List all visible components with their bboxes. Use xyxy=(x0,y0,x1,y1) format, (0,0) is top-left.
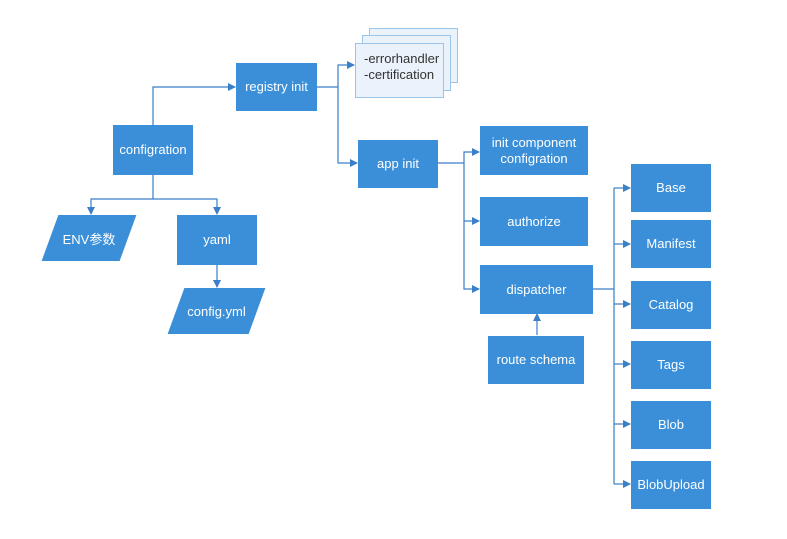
node-configration: configration xyxy=(113,125,193,175)
node-dispatcher-label: dispatcher xyxy=(506,281,567,297)
node-configration-label: configration xyxy=(119,142,187,157)
node-blob: Blob xyxy=(631,401,711,449)
edge-registry-doc xyxy=(317,61,355,88)
node-config-yml: config.yml xyxy=(167,288,266,334)
node-config-yml-label: config.yml xyxy=(187,303,246,319)
node-base: Base xyxy=(631,164,711,212)
doc-line-errorhandler: -errorhandler xyxy=(364,51,440,66)
node-registry-init-label: registry init xyxy=(245,79,308,94)
edge-registry-appinit xyxy=(337,87,358,167)
node-catalog-label: Catalog xyxy=(648,297,694,312)
node-yaml: yaml xyxy=(177,215,257,265)
node-manifest: Manifest xyxy=(631,220,711,268)
node-app-init: app init xyxy=(358,140,438,188)
node-route-schema-label: route schema xyxy=(496,352,576,367)
node-yaml-label: yaml xyxy=(203,232,231,247)
edge-configration-yaml xyxy=(153,198,221,215)
node-blob-upload-label: BlobUpload xyxy=(637,477,705,492)
node-authorize: authorize xyxy=(480,197,588,246)
node-tags-label: Tags xyxy=(657,357,685,372)
node-blob-label: Blob xyxy=(657,417,685,432)
doc-line-certification: -certification xyxy=(364,67,435,82)
edge-appinit-initcomponent xyxy=(438,148,480,164)
node-base-label: Base xyxy=(656,180,686,195)
node-manifest-label: Manifest xyxy=(646,236,696,251)
node-app-init-label: app init xyxy=(377,156,419,171)
node-blob-upload: BlobUpload xyxy=(631,461,711,509)
node-env: ENV参数 xyxy=(41,215,137,261)
edge-configration-registry xyxy=(152,83,236,125)
node-route-schema: route schema xyxy=(488,336,584,384)
node-catalog: Catalog xyxy=(631,281,711,329)
node-dispatcher: dispatcher xyxy=(480,265,593,314)
errorhandler-document: -errorhandler -certification xyxy=(355,43,444,98)
node-authorize-label: authorize xyxy=(507,213,561,229)
edge-configration-env xyxy=(87,175,154,215)
node-init-component-line2: configration xyxy=(500,150,568,166)
node-registry-init: registry init xyxy=(236,63,317,111)
edge-appinit-dispatcher xyxy=(463,221,480,293)
node-env-label: ENV参数 xyxy=(62,231,116,247)
edge-appinit-authorize xyxy=(463,163,480,225)
node-tags: Tags xyxy=(631,341,711,389)
node-init-component-line1: init component xyxy=(491,134,577,150)
